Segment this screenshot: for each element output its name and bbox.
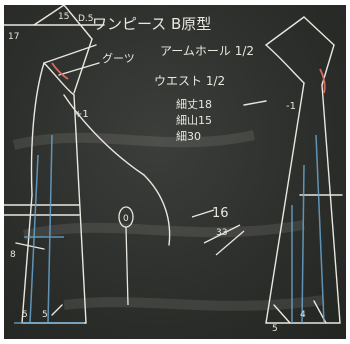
bottom-left-b: 5 (42, 310, 48, 320)
middle-sketch (118, 206, 245, 306)
right-red-curve (319, 68, 326, 94)
top-num-d: D.5 (78, 14, 94, 24)
middle-num-a: 16 (212, 206, 229, 221)
note-side-dart: グーツ (102, 51, 135, 65)
right-small-num: -1 (286, 101, 296, 112)
right-label-s: 5 (272, 324, 278, 334)
right-pattern (243, 16, 343, 324)
note-fig1: 細丈18 (176, 98, 212, 111)
pattern-drawing: ワンピース B原型 グーツ アームホール 1/2 ウエスト 1/2 細丈18 細… (4, 5, 343, 334)
left-label-s: 8 (10, 250, 16, 260)
note-fig2: 細山15 (176, 114, 212, 127)
title-text: ワンピース B原型 (92, 15, 211, 33)
left-small-num: +1 (74, 109, 89, 120)
top-num-left: 15 (58, 12, 69, 22)
right-blue-lines (291, 134, 325, 324)
left-margin-num: 17 (8, 32, 19, 42)
middle-circle-label: 0 (123, 214, 129, 224)
note-armhole: アームホール 1/2 (160, 44, 254, 58)
left-pattern (4, 5, 171, 324)
left-blue-lines (14, 134, 84, 324)
middle-num-b: 33 (216, 228, 227, 238)
chalkboard: ワンピース B原型 グーツ アームホール 1/2 ウエスト 1/2 細丈18 細… (4, 5, 346, 339)
note-fig3: 細30 (176, 130, 201, 143)
bottom-left-a: 5 (22, 310, 28, 320)
note-waist: ウエスト 1/2 (154, 74, 225, 88)
left-red-curve (51, 62, 69, 80)
bottom-right-num: 4 (300, 310, 306, 320)
